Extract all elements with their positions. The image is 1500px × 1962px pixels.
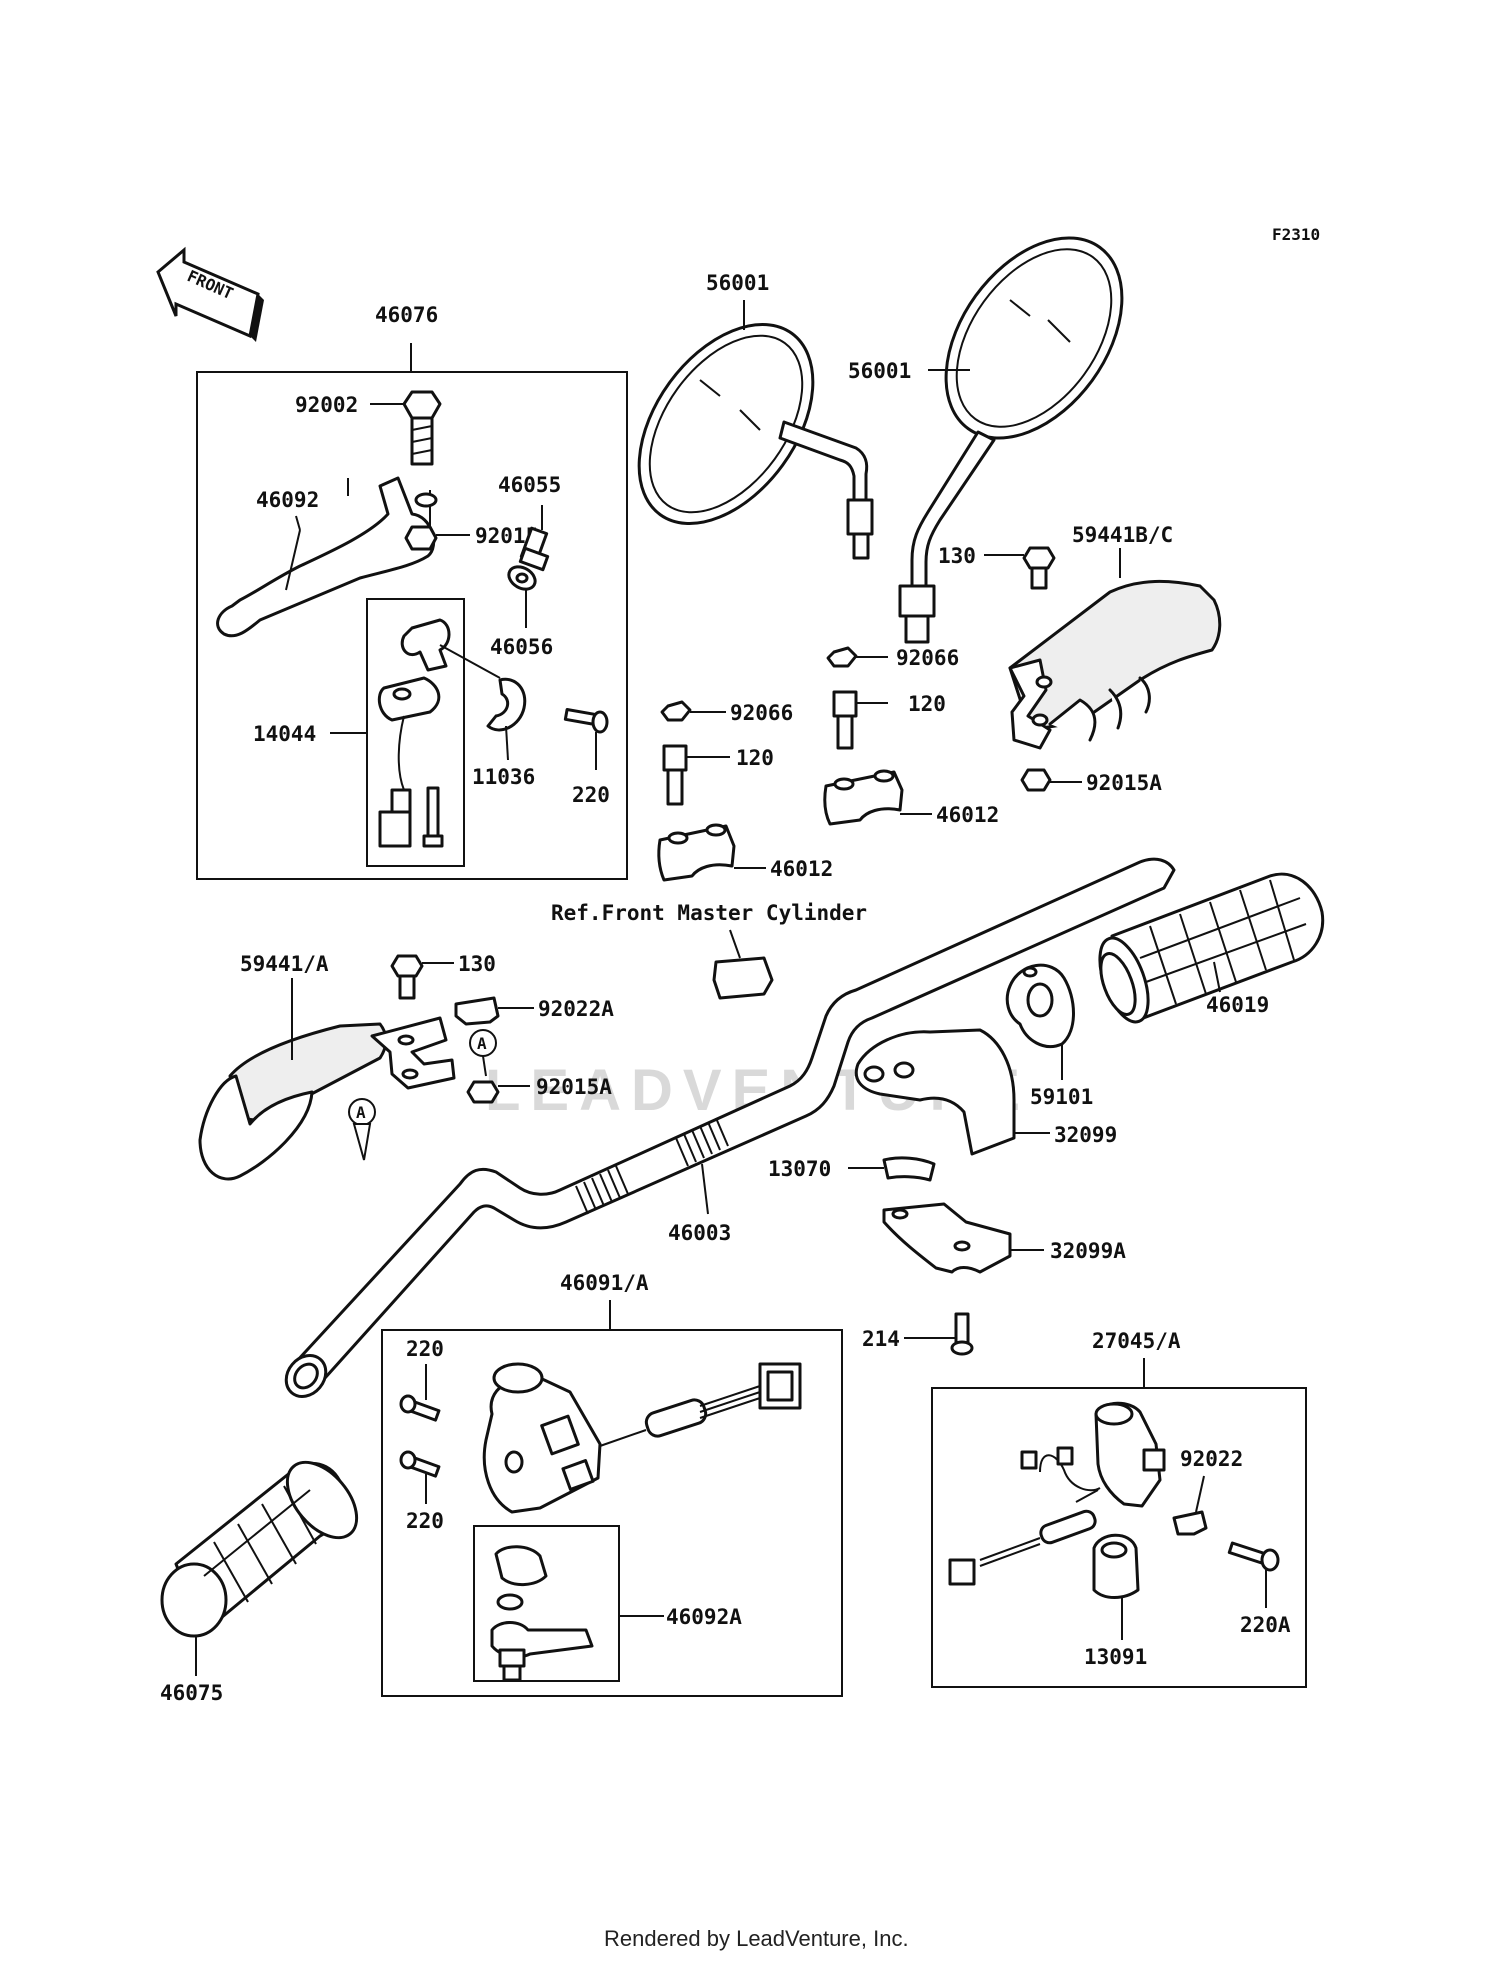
svg-text:A: A	[356, 1103, 366, 1122]
callout-130-left: 130	[458, 952, 496, 976]
callout-14044: 14044	[253, 722, 316, 746]
callout-59101: 59101	[1030, 1085, 1093, 1109]
knurl-area	[575, 1117, 729, 1215]
mirror-right-56001	[898, 236, 1124, 644]
callout-46075: 46075	[160, 1681, 223, 1705]
callout-46091a: 46091/A	[560, 1271, 649, 1295]
lever-46092a-box	[473, 1525, 620, 1682]
callout-27045a: 27045/A	[1092, 1329, 1181, 1353]
bolt-130-right	[1022, 546, 1056, 590]
handguard-left-59441a	[198, 1016, 456, 1181]
callout-92022: 92022	[1180, 1447, 1243, 1471]
callout-220-bottom: 220	[406, 1509, 444, 1533]
liner-13070	[882, 1156, 936, 1182]
callout-56001-right: 56001	[848, 359, 911, 383]
callout-120-left: 120	[736, 746, 774, 770]
switch-46091a-box	[381, 1329, 843, 1697]
callout-46076: 46076	[375, 303, 438, 327]
callout-220-lever: 220	[572, 783, 610, 807]
master-cylinder-clamp-ref	[712, 956, 774, 1000]
footer-credit: Rendered by LeadVenture, Inc.	[604, 1926, 909, 1951]
callout-32099: 32099	[1054, 1123, 1117, 1147]
front-arrow-icon: FRONT	[156, 246, 264, 342]
callout-46092: 46092	[256, 488, 319, 512]
callout-92015a-right: 92015A	[1086, 771, 1162, 795]
callout-46055: 46055	[498, 473, 561, 497]
handguard-right-59441bc	[1008, 579, 1222, 750]
callout-46012-left: 46012	[770, 857, 833, 881]
mirror-left-56001	[637, 322, 874, 560]
clip-92022a	[454, 996, 500, 1026]
bolt-130-left	[390, 954, 424, 1000]
callout-32099a: 32099A	[1050, 1239, 1126, 1263]
callout-59441bc: 59441B/C	[1072, 523, 1173, 547]
callout-59441a: 59441/A	[240, 952, 329, 976]
callout-46092a: 46092A	[666, 1605, 742, 1629]
handlebar-46003	[294, 857, 1176, 1390]
holder-14044	[377, 618, 451, 848]
callout-56001-left: 56001	[706, 271, 769, 295]
callout-92022a: 92022A	[538, 997, 614, 1021]
choke-lever-46092a	[490, 1545, 594, 1682]
switch-27045a-box	[931, 1387, 1307, 1688]
nut-92015	[404, 525, 438, 551]
housing-32099	[854, 1028, 1016, 1156]
housing-32099a	[882, 1202, 1012, 1274]
callout-120-right: 120	[908, 692, 946, 716]
callout-13070: 13070	[768, 1157, 831, 1181]
screw-220-top	[399, 1394, 441, 1422]
ref-marker-a2: A	[348, 1098, 376, 1161]
callout-92066-right: 92066	[896, 646, 959, 670]
callout-11036: 11036	[472, 765, 535, 789]
washer-92066-left	[660, 700, 692, 722]
nut-92015a-left	[466, 1080, 500, 1104]
switch-housing-27045	[948, 1401, 1166, 1586]
lever-46092	[216, 476, 436, 638]
nut-92015a-right	[1020, 768, 1052, 792]
callout-46019: 46019	[1206, 993, 1269, 1017]
adjuster-92002	[402, 390, 442, 466]
callout-220a: 220A	[1240, 1613, 1291, 1637]
switch-housing-46091	[482, 1362, 802, 1514]
svg-text:A: A	[477, 1034, 487, 1053]
reference-note: Ref.Front Master Cylinder	[551, 901, 867, 925]
spring-46056	[507, 565, 537, 591]
callout-92066-left: 92066	[730, 701, 793, 725]
callout-92002: 92002	[295, 393, 358, 417]
grip-46075	[160, 1460, 359, 1638]
grip-46019	[1098, 872, 1325, 1024]
screw-220-lever	[563, 707, 609, 734]
bolt-120-left	[662, 744, 688, 806]
callout-46012-right: 46012	[936, 803, 999, 827]
washer-92066-right	[826, 646, 858, 668]
clamp-11036	[486, 677, 527, 732]
callout-214: 214	[862, 1327, 900, 1351]
ref-marker-a1: A	[469, 1029, 497, 1077]
callout-46056: 46056	[490, 635, 553, 659]
screw-220-bottom	[399, 1450, 441, 1478]
screw-214	[950, 1312, 974, 1356]
bolt-120-right	[832, 690, 858, 750]
clip-92022	[1172, 1510, 1208, 1536]
screw-220a	[1227, 1541, 1280, 1572]
diagram-code: F2310	[1272, 225, 1320, 244]
callout-220-top: 220	[406, 1337, 444, 1361]
callout-13091: 13091	[1084, 1645, 1147, 1669]
callout-92015a-left: 92015A	[536, 1075, 612, 1099]
screw-46055	[518, 526, 550, 572]
collar-59101	[1005, 963, 1075, 1048]
callout-46003: 46003	[668, 1221, 731, 1245]
callout-130-right: 130	[938, 544, 976, 568]
switch-button-13091	[1092, 1533, 1140, 1599]
